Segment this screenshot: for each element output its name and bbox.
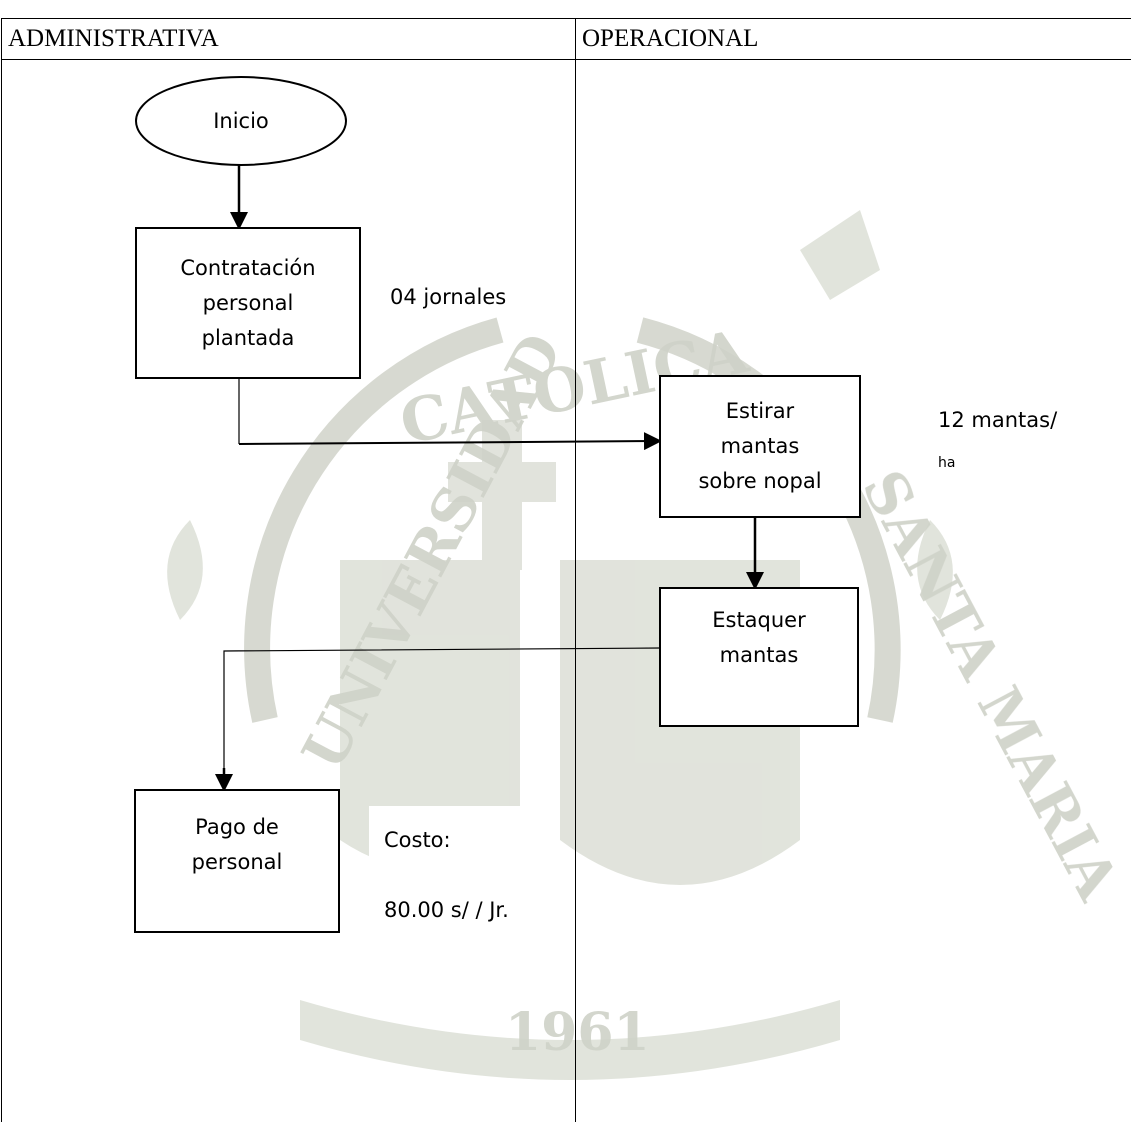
- start-label: Inicio: [136, 77, 346, 165]
- cost-label-box: [369, 806, 560, 971]
- hire-label: Contratación personal plantada: [136, 233, 360, 373]
- stake-label-line-1: Estaquer: [712, 608, 806, 632]
- shield-left-shape: [340, 560, 520, 870]
- connector-hire-to-stretch-arrow: [238, 432, 662, 451]
- watermark-year: 1961: [505, 1002, 650, 1063]
- banner-bottom-shape: [300, 1000, 840, 1080]
- start-label-text: Inicio: [213, 108, 269, 133]
- hire-label-line-1: Contratación: [180, 255, 316, 280]
- stake-label: Estaquer mantas: [660, 603, 858, 673]
- hire-note: 04 jornales: [390, 285, 507, 309]
- connector-stake-to-payment: [223, 647, 661, 768]
- hire-process-shape: [135, 227, 361, 379]
- stretch-label-line-1: Estirar: [725, 399, 795, 423]
- stake-label-line-2: mantas: [719, 643, 799, 667]
- ribbon-left-shape: [167, 520, 203, 620]
- cost-value: 80.00 s/ / Jr.: [384, 898, 509, 922]
- stretch-label: Estirar mantas sobre nopal: [660, 376, 860, 517]
- payment-label-line-1: Pago de: [195, 815, 279, 839]
- cross-horizontal-shape: [448, 462, 556, 502]
- payment-label-line-2: personal: [191, 850, 283, 874]
- book-icon: [610, 780, 700, 860]
- stake-process-shape: [659, 587, 859, 727]
- table-top-border: [1, 18, 1131, 19]
- payment-label: Pago de personal: [135, 809, 339, 881]
- hire-label-line-3: plantada: [201, 325, 295, 350]
- cost-label: Costo:: [384, 828, 451, 852]
- hire-label-line-2: personal: [202, 290, 294, 315]
- stretch-note: 12 mantas/: [938, 408, 1057, 432]
- table-header-divider: [1, 59, 1131, 60]
- table-column-divider: [575, 18, 576, 1122]
- stretch-label-line-3: sobre nopal: [698, 469, 822, 493]
- column-header-operacional: OPERACIONAL: [582, 25, 759, 52]
- table-left-border: [1, 18, 2, 1122]
- stretch-note-sub: ha: [938, 455, 956, 471]
- column-header-administrativa: ADMINISTRATIVA: [8, 25, 219, 52]
- ribbon-right-shape: [917, 520, 953, 620]
- start-terminator-shape: [135, 76, 347, 166]
- stretch-label-line-2: mantas: [720, 434, 800, 458]
- payment-process-shape: [134, 789, 340, 933]
- stretch-process-shape: [659, 375, 861, 518]
- ornament-top-right-shape: [800, 210, 880, 300]
- stretch-note-main: 12 mantas/: [938, 408, 1058, 432]
